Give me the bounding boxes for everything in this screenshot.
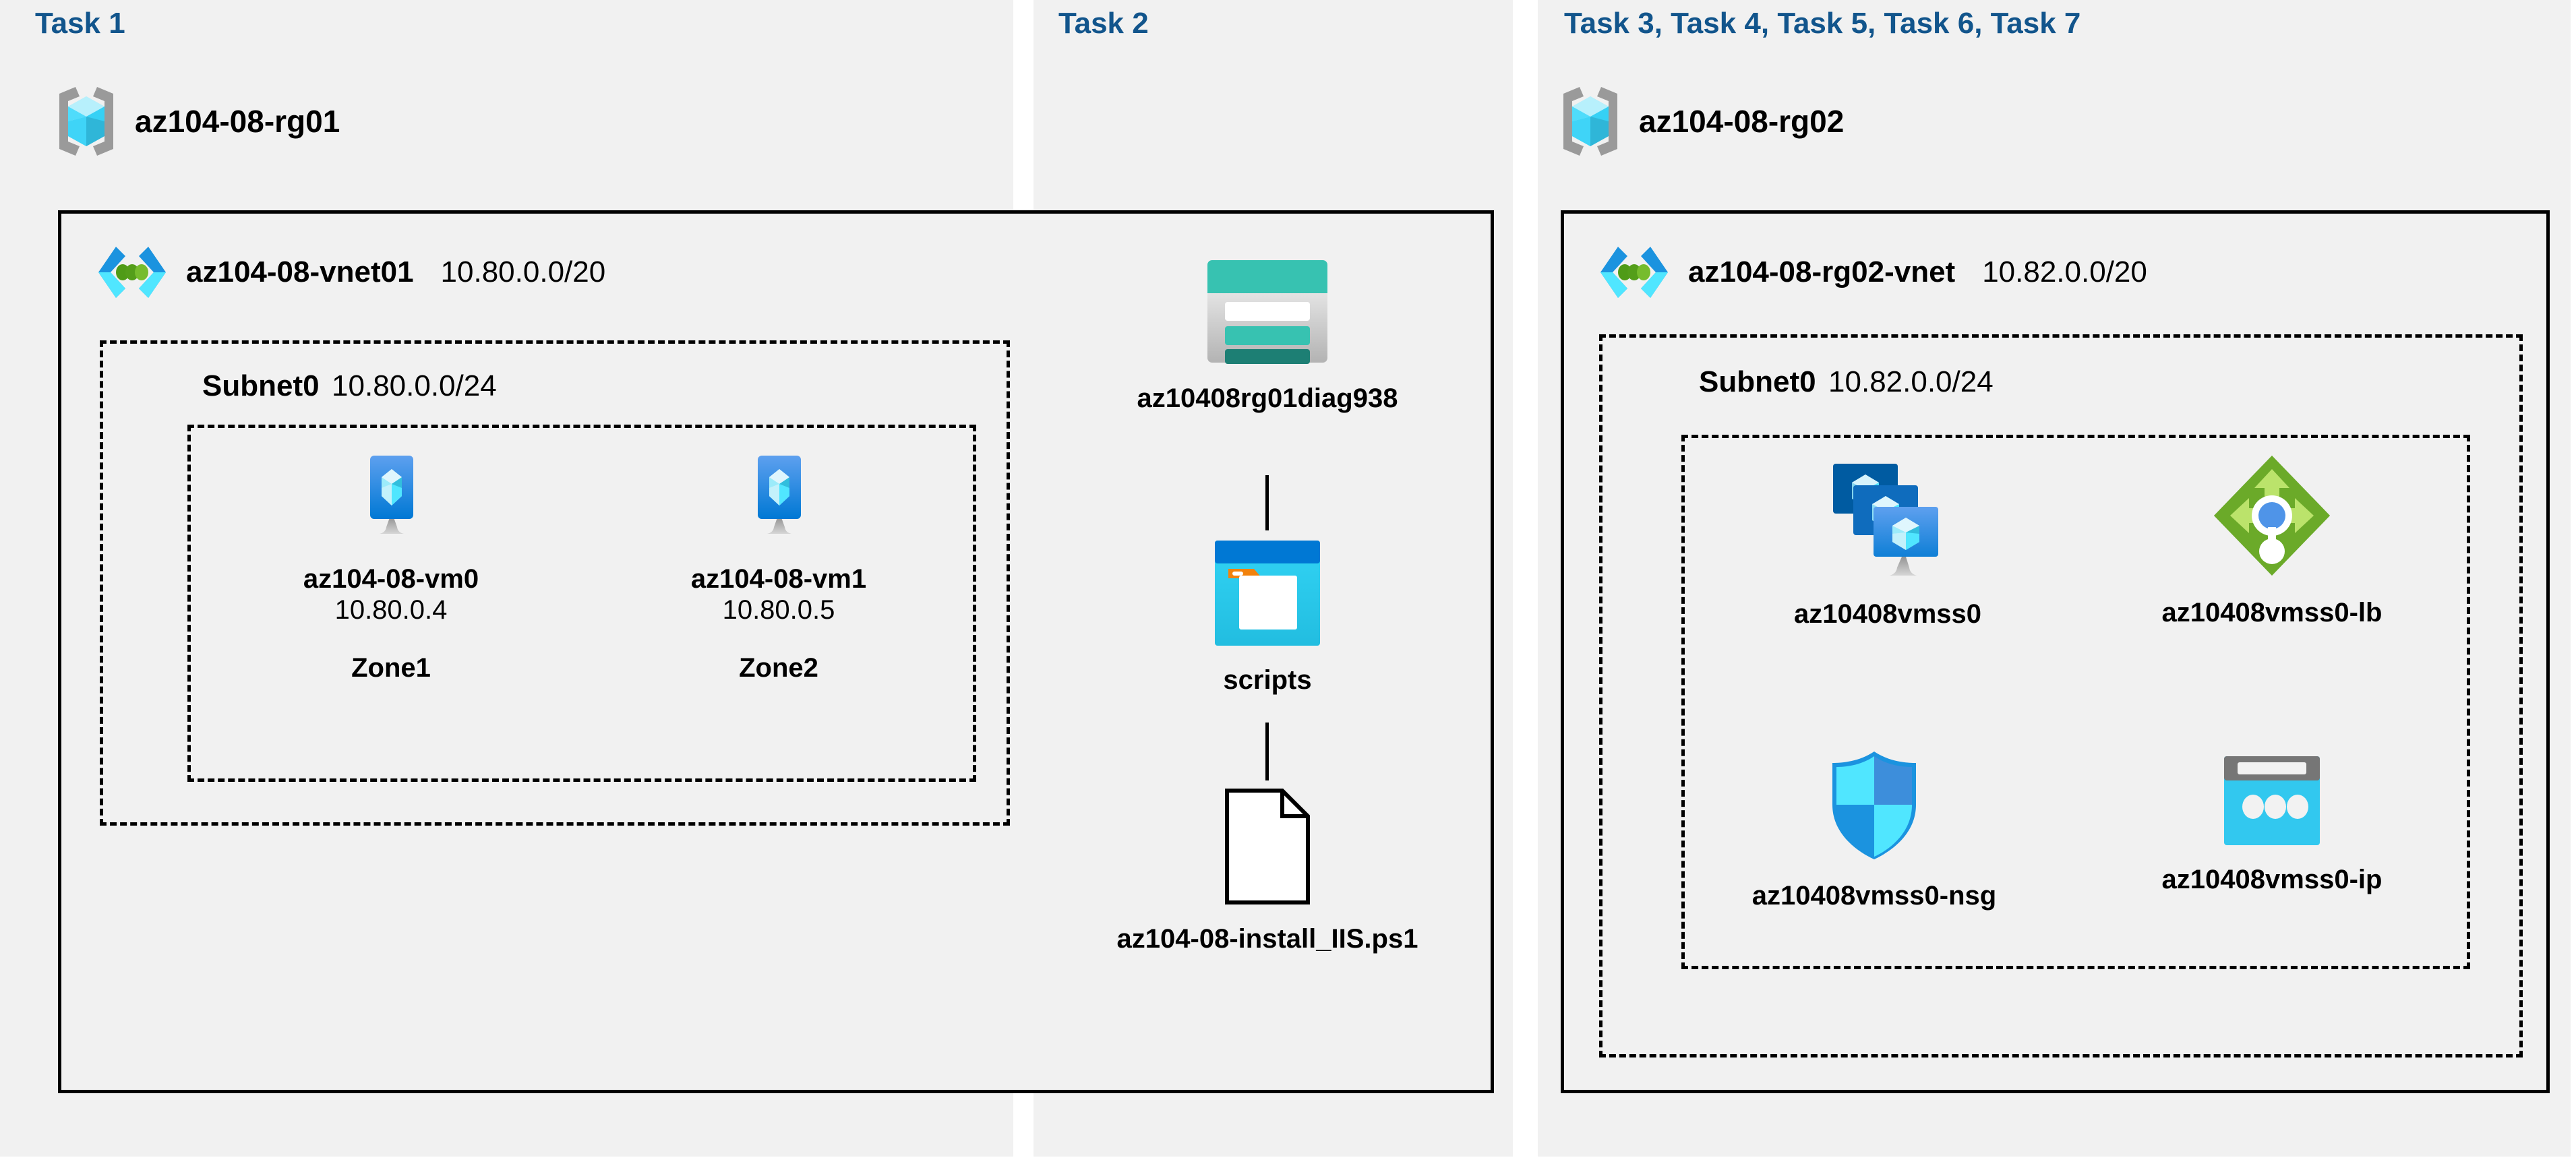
node-name: az10408rg01diag938 xyxy=(1137,383,1398,413)
vnet-header-az104-08-rg02-vnet: az104-08-rg02-vnet 10.82.0.0/20 xyxy=(1598,236,2147,309)
vnet-box-az104-08-vnet01 xyxy=(58,210,1045,1093)
node-name: az10408vmss0-lb xyxy=(2161,598,2383,627)
subnet-cidr: 10.80.0.0/24 xyxy=(332,369,497,402)
task-3-7-label: Task 3, Task 4, Task 5, Task 6, Task 7 xyxy=(1564,7,2081,40)
resource-group-name: az104-08-rg01 xyxy=(135,104,340,139)
connector-storage-to-scripts xyxy=(1265,475,1269,530)
subnet-box-task3-subnet0 xyxy=(1599,334,2523,1057)
node-ip: 10.80.0.5 xyxy=(722,595,835,625)
resource-group-az104-08-rg02: az104-08-rg02 xyxy=(1559,84,1844,158)
node-az10408vmss0: az10408vmss0 xyxy=(1726,460,2049,630)
vnet-cidr: 10.80.0.0/20 xyxy=(440,255,606,288)
node-name: az104-08-vm0 xyxy=(303,564,479,594)
node-name: az104-08-vm1 xyxy=(690,564,867,594)
file-icon xyxy=(1223,787,1312,906)
resource-group-icon xyxy=(1559,84,1621,158)
public-ip-address-icon xyxy=(2223,755,2321,847)
vnet-header-az104-08-vnet01: az104-08-vnet01 10.80.0.0/20 xyxy=(96,236,605,309)
node-name: az10408vmss0 xyxy=(1793,599,1982,629)
network-security-group-icon xyxy=(1827,748,1921,863)
resource-group-name: az104-08-rg02 xyxy=(1639,104,1845,139)
node-zone: Zone2 xyxy=(739,653,818,683)
node-ip: 10.80.0.4 xyxy=(334,595,448,625)
node-name: az10408vmss0-ip xyxy=(2161,865,2383,894)
storage-account-icon xyxy=(1205,257,1330,365)
subnet-name: Subnet0 xyxy=(202,369,320,402)
blob-container-icon xyxy=(1214,539,1321,647)
node-az10408vmss0-lb: az10408vmss0-lb xyxy=(2110,452,2434,628)
node-az104-08-vm0: az104-08-vm0 10.80.0.4 Zone1 xyxy=(270,453,512,683)
zone-group-box-task1 xyxy=(187,425,976,782)
virtual-machine-icon xyxy=(742,453,815,536)
node-az104-08-install-iis-ps1: az104-08-install_IIS.ps1 xyxy=(1058,787,1476,954)
vnet-cidr: 10.82.0.0/20 xyxy=(1982,255,2147,288)
node-name: az10408vmss0-nsg xyxy=(1751,881,1997,911)
virtual-network-icon xyxy=(96,236,169,309)
node-az10408vmss0-ip: az10408vmss0-ip xyxy=(2110,755,2434,895)
subnet-name: Subnet0 xyxy=(1699,365,1816,398)
resource-group-box-task3 xyxy=(1681,435,2470,969)
virtual-network-icon xyxy=(1598,236,1671,309)
node-zone: Zone1 xyxy=(351,653,431,683)
load-balancer-icon xyxy=(2210,452,2334,580)
vnet-name: az104-08-rg02-vnet xyxy=(1688,255,1956,288)
vm-scale-set-icon xyxy=(1824,460,1952,581)
vnet-name: az104-08-vnet01 xyxy=(186,255,414,288)
node-scripts: scripts xyxy=(1079,539,1456,696)
subnet-header-task1: Subnet0 10.80.0.0/24 xyxy=(202,369,497,403)
node-name: scripts xyxy=(1223,665,1312,695)
vnet-box-az104-08-rg02-vnet xyxy=(1561,210,2550,1093)
node-az104-08-vm1: az104-08-vm1 10.80.0.5 Zone2 xyxy=(657,453,900,683)
subnet-header-task3: Subnet0 10.82.0.0/24 xyxy=(1699,365,1994,399)
connector-scripts-to-file xyxy=(1265,723,1269,780)
resource-group-icon xyxy=(55,84,117,158)
subnet-box-task1-subnet0 xyxy=(100,340,1010,826)
resource-group-az104-08-rg01: az104-08-rg01 xyxy=(55,84,340,158)
node-az10408rg01diag938: az10408rg01diag938 xyxy=(1079,257,1456,414)
subnet-cidr: 10.82.0.0/24 xyxy=(1828,365,1994,398)
node-az10408vmss0-nsg: az10408vmss0-nsg xyxy=(1699,748,2049,911)
node-name: az104-08-install_IIS.ps1 xyxy=(1116,924,1418,954)
task-2-label: Task 2 xyxy=(1058,7,1149,40)
task-1-label: Task 1 xyxy=(35,7,125,40)
virtual-machine-icon xyxy=(355,453,427,536)
